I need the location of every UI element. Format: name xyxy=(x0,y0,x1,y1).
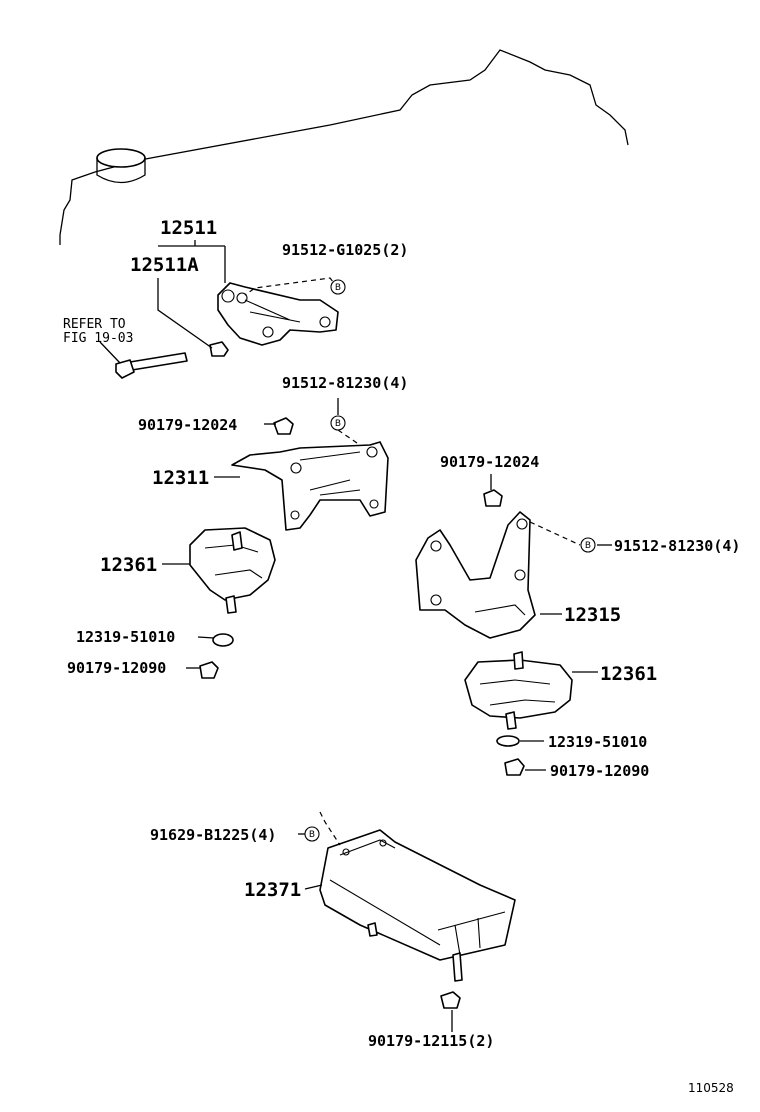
rear-engine-mount-12371[interactable] xyxy=(319,829,516,982)
engine-mount-bracket-12311[interactable] xyxy=(231,441,389,531)
engine-mount-bracket-12315[interactable] xyxy=(415,511,536,639)
nut-left-12024[interactable] xyxy=(273,417,294,435)
callout-b-3: B xyxy=(580,537,596,553)
label-12511a[interactable]: 12511A xyxy=(130,254,199,276)
label-12361-left[interactable]: 12361 xyxy=(100,554,157,576)
diagram-id: 110528 xyxy=(688,1081,734,1095)
engine-mount-insulator-right[interactable] xyxy=(464,651,573,730)
label-90179-12024-right[interactable]: 90179-12024 xyxy=(440,453,539,471)
label-12319-51010-left[interactable]: 12319-51010 xyxy=(76,628,175,646)
label-90179-12090-left[interactable]: 90179-12090 xyxy=(67,659,166,677)
leader-lines xyxy=(99,240,612,1032)
label-fig-19-03[interactable]: FIG 19-03 xyxy=(63,331,133,346)
svg-text:B: B xyxy=(585,541,591,551)
callout-b-4: B xyxy=(304,826,320,842)
label-12311[interactable]: 12311 xyxy=(152,467,209,489)
label-12315[interactable]: 12315 xyxy=(564,604,621,626)
nut-rear-12115[interactable] xyxy=(440,991,461,1009)
label-12511[interactable]: 12511 xyxy=(160,217,217,239)
engine-mount-bracket-12511[interactable] xyxy=(209,282,339,357)
label-91629-b1225[interactable]: 91629-B1225(4) xyxy=(150,826,276,844)
nut-left-12090[interactable] xyxy=(199,661,219,679)
label-12371[interactable]: 12371 xyxy=(244,879,301,901)
washer-left-12319[interactable] xyxy=(212,633,234,647)
label-91512-81230-right[interactable]: 91512-81230(4) xyxy=(614,537,740,555)
svg-text:B: B xyxy=(309,830,315,840)
svg-text:B: B xyxy=(335,419,341,429)
label-12361-right[interactable]: 12361 xyxy=(600,663,657,685)
washer-right-12319[interactable] xyxy=(496,735,520,747)
engine-block-outline xyxy=(59,49,629,245)
svg-text:B: B xyxy=(335,283,341,293)
label-91512-g1025[interactable]: 91512-G1025(2) xyxy=(282,241,408,259)
engine-mount-insulator-left[interactable] xyxy=(189,527,276,614)
label-refer-to: REFER TO xyxy=(63,317,126,332)
callout-b-1: B xyxy=(330,279,346,295)
label-90179-12115[interactable]: 90179-12115(2) xyxy=(368,1032,494,1050)
nut-right-12024[interactable] xyxy=(483,489,503,507)
label-90179-12024-left[interactable]: 90179-12024 xyxy=(138,416,237,434)
label-91512-81230-top[interactable]: 91512-81230(4) xyxy=(282,374,408,392)
label-90179-12090-right[interactable]: 90179-12090 xyxy=(550,762,649,780)
nut-right-12090[interactable] xyxy=(504,758,525,776)
label-12319-51010-right[interactable]: 12319-51010 xyxy=(548,733,647,751)
long-bolt[interactable] xyxy=(115,352,188,379)
callout-b-2: B xyxy=(330,415,346,431)
